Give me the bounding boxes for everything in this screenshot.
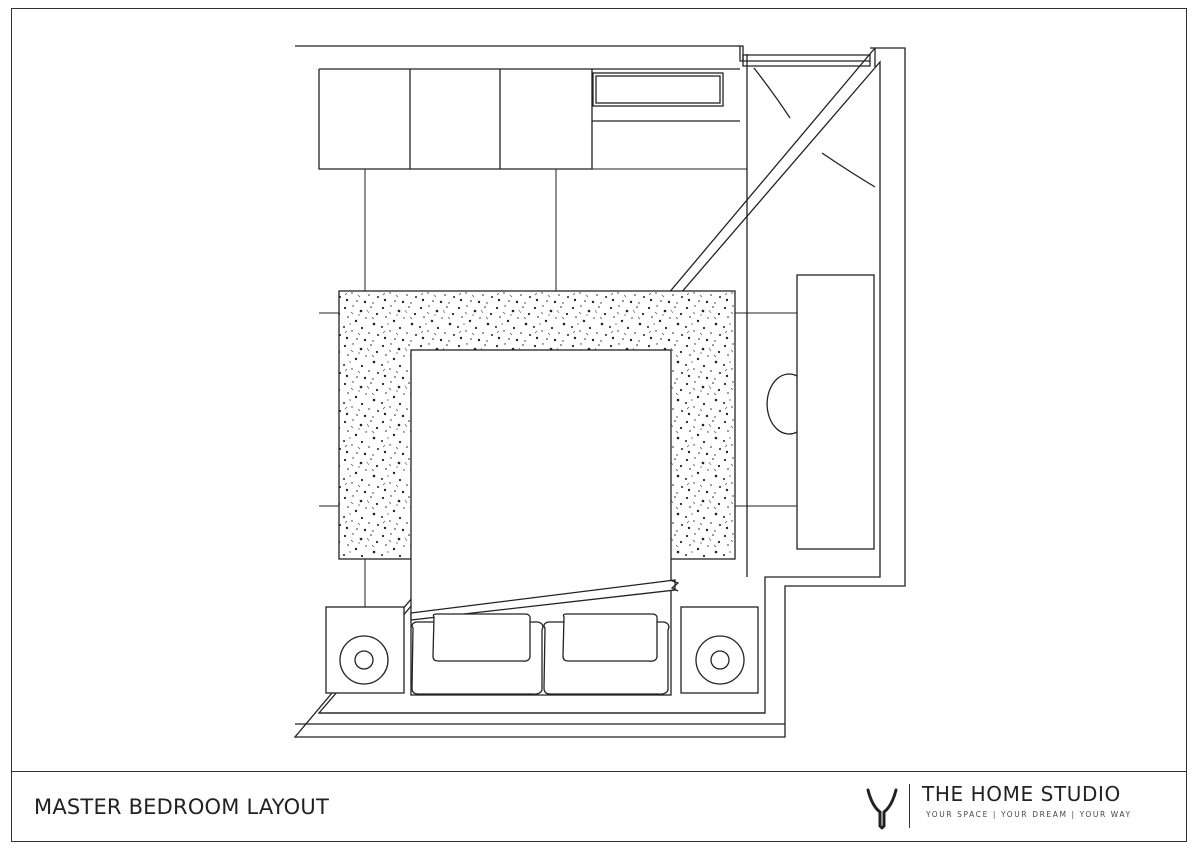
bedside-table-left bbox=[325, 606, 405, 694]
dresser bbox=[796, 274, 875, 550]
bedside-table-right bbox=[680, 606, 759, 694]
stool bbox=[766, 373, 798, 435]
ac-unit-inner bbox=[595, 75, 721, 104]
drawing-sheet bbox=[11, 8, 1187, 842]
brand-divider bbox=[909, 784, 910, 828]
blanket-fold bbox=[669, 579, 680, 592]
door-frame bbox=[742, 47, 876, 67]
horns-logo-icon bbox=[866, 788, 898, 830]
brand-tagline: YOUR SPACE | YOUR DREAM | YOUR WAY bbox=[926, 810, 1132, 819]
brand-name: THE HOME STUDIO bbox=[922, 782, 1121, 806]
ac-unit bbox=[592, 72, 724, 107]
pillow-left-inner bbox=[432, 613, 531, 662]
tile-grid bbox=[319, 168, 797, 607]
door-swing-lower bbox=[821, 152, 876, 188]
door-swing-upper bbox=[753, 67, 791, 119]
pillow-right-inner bbox=[562, 613, 658, 662]
brand-block: THE HOME STUDIO YOUR SPACE | YOUR DREAM … bbox=[862, 776, 1172, 834]
drawing-title: MASTER BEDROOM LAYOUT bbox=[34, 795, 329, 819]
wardrobe bbox=[318, 69, 740, 170]
title-block-divider bbox=[11, 771, 1187, 772]
